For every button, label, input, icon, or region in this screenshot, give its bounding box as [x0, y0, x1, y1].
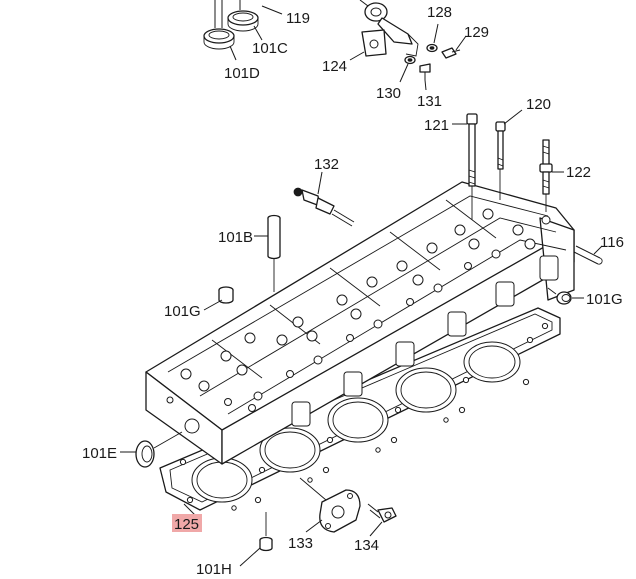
- leader-130: [399, 63, 409, 83]
- label-101H: 101H: [196, 561, 232, 578]
- gasket-cylinder-bores: [191, 341, 521, 503]
- label-129: 129: [464, 24, 489, 41]
- leader-101H: [239, 547, 261, 567]
- label-101G-right: 101G: [586, 291, 623, 308]
- leader-119: [261, 5, 283, 15]
- cover-plate-133[interactable]: [319, 489, 361, 533]
- leader-128: [433, 23, 439, 44]
- label-131: 131: [417, 93, 442, 110]
- glow-plug-132[interactable]: [293, 187, 355, 227]
- leader-101G-left: [203, 299, 223, 311]
- label-132: 132: [314, 156, 339, 173]
- leader-120: [503, 109, 523, 125]
- bolt-134[interactable]: [367, 503, 397, 523]
- label-120: 120: [526, 96, 551, 113]
- label-101G-left: 101G: [164, 303, 201, 320]
- label-121: 121: [424, 117, 449, 134]
- plug-101G-right[interactable]: [556, 291, 572, 305]
- label-125: 125: [174, 516, 199, 533]
- leader-134: [369, 521, 383, 537]
- leader-131: [424, 79, 427, 91]
- leader-124: [349, 51, 365, 61]
- plug-101G-left[interactable]: [218, 286, 234, 304]
- dowel-116[interactable]: [573, 245, 603, 265]
- washer-130[interactable]: [404, 55, 416, 65]
- seal-101D[interactable]: [203, 0, 235, 50]
- gasket-bolt-holes: [179, 322, 549, 511]
- leader-116: [593, 245, 603, 255]
- seal-101E-axis: [153, 431, 183, 449]
- leader-101C: [253, 25, 263, 41]
- label-101D: 101D: [224, 65, 260, 82]
- head-bolt-120[interactable]: [495, 121, 506, 170]
- washer-128[interactable]: [426, 43, 438, 53]
- leader-101D: [229, 45, 237, 61]
- seal-101C[interactable]: [227, 0, 259, 32]
- dowel-101H[interactable]: [259, 536, 273, 552]
- cylinder-head[interactable]: [145, 181, 575, 465]
- cylinder-head-gasket-125[interactable]: [159, 307, 561, 511]
- seal-101E[interactable]: [135, 440, 155, 468]
- label-134: 134: [354, 537, 379, 554]
- label-130: 130: [376, 85, 401, 102]
- leader-132: [317, 171, 323, 195]
- plug-101G-right-axis: [547, 287, 557, 295]
- label-101B: 101B: [218, 229, 253, 246]
- leader-129: [455, 35, 467, 51]
- bolt-129[interactable]: [441, 47, 461, 59]
- highlight-box-125: [172, 514, 202, 532]
- bracket-124[interactable]: [359, 0, 419, 57]
- label-124: 124: [322, 58, 347, 75]
- label-119: 119: [286, 10, 310, 27]
- valve-bosses: [180, 208, 551, 412]
- label-128: 128: [427, 4, 452, 21]
- stud-bolt-122[interactable]: [539, 139, 553, 195]
- label-116: 116: [600, 234, 624, 251]
- leader-133: [305, 519, 323, 533]
- label-133: 133: [288, 535, 313, 552]
- bolt-131[interactable]: [419, 63, 431, 80]
- side-ports: [291, 255, 559, 427]
- label-101E: 101E: [82, 445, 117, 462]
- label-122: 122: [566, 164, 591, 181]
- plate-133-axis: [299, 477, 327, 501]
- label-101C: 101C: [252, 40, 288, 57]
- head-bolt-121[interactable]: [466, 113, 478, 187]
- sleeve-101B[interactable]: [267, 214, 281, 260]
